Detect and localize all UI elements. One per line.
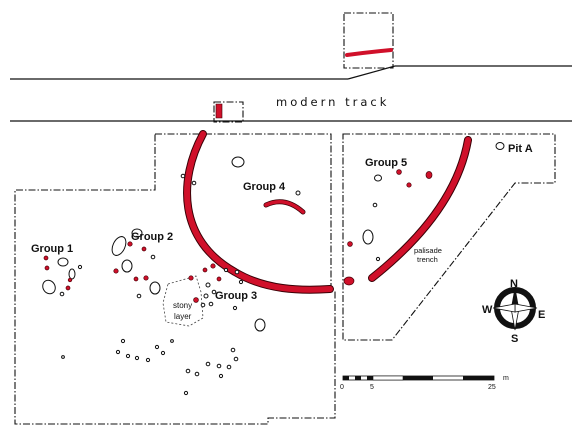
- palisade-trench: [183, 130, 472, 294]
- excavation-boundary-east: [342, 133, 556, 341]
- modern-track: modern track: [10, 65, 572, 122]
- compass-south-label: S: [511, 333, 518, 345]
- group4-label: Group 4: [243, 181, 286, 193]
- excavation-boundary-west: [14, 133, 336, 425]
- palisade-trench-label-line1: palisade: [414, 246, 442, 255]
- track-test-pit: [213, 101, 244, 123]
- scale-unit: m: [503, 375, 509, 382]
- pit-a-label: Pit A: [508, 143, 533, 155]
- group3-label: Group 3: [215, 290, 257, 302]
- group5-features: [347, 142, 505, 262]
- stony-layer: stony layer: [162, 275, 204, 327]
- compass-west-label: W: [482, 304, 493, 316]
- north-trench-box: [343, 12, 394, 69]
- group5-label: Group 5: [365, 157, 407, 169]
- scale-tick-5: 5: [370, 384, 374, 391]
- group1-features: [42, 255, 83, 297]
- scale-tick-0: 0: [340, 384, 344, 391]
- compass-rose: N S E W: [482, 278, 545, 345]
- group2-label: Group 2: [131, 231, 173, 243]
- scale-bar: 0 5 25 m: [340, 375, 509, 391]
- compass-north-label: N: [510, 278, 518, 290]
- stony-layer-label-line2: layer: [174, 312, 192, 321]
- group4-feature: [180, 156, 306, 215]
- modern-track-label: modern track: [276, 95, 389, 109]
- compass-east-label: E: [538, 309, 545, 321]
- stony-layer-label-line1: stony: [173, 301, 192, 310]
- palisade-trench-label-line2: trench: [417, 255, 438, 264]
- group3-features: [188, 263, 266, 332]
- group2-features: [111, 228, 161, 299]
- scale-tick-25: 25: [488, 384, 496, 391]
- group1-label: Group 1: [31, 243, 73, 255]
- scattered-features-south: [61, 338, 239, 396]
